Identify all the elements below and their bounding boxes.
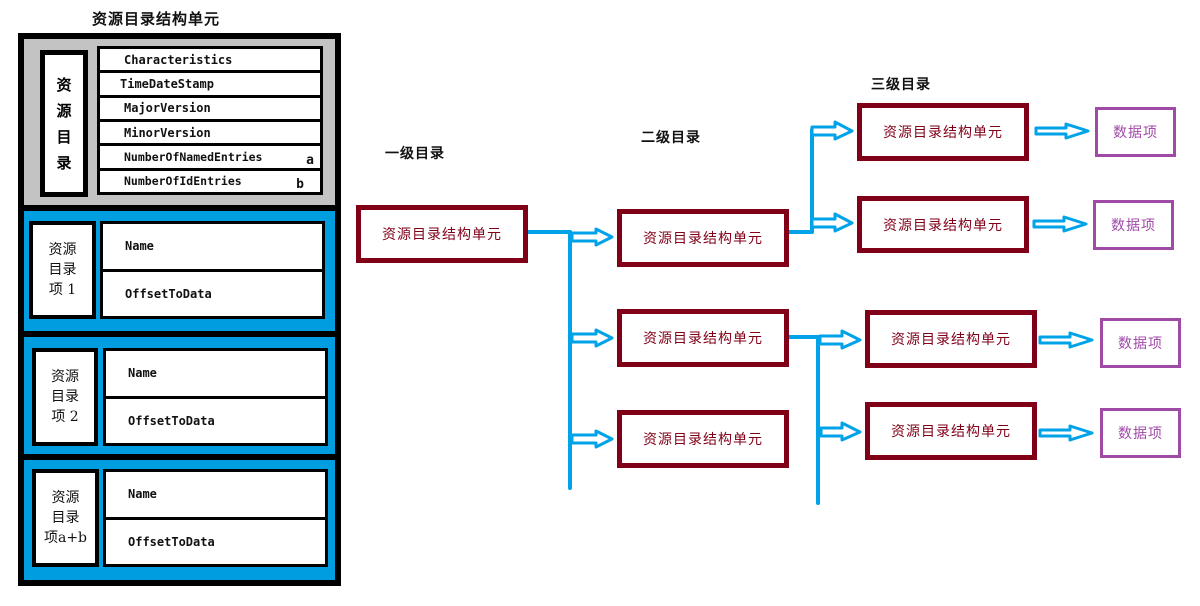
label-char: 源 xyxy=(56,101,72,120)
level-3-node[interactable]: 资源目录结构单元 xyxy=(857,103,1029,161)
field-name: Name xyxy=(106,351,325,396)
arrow-icon xyxy=(1032,215,1088,233)
level-1-node[interactable]: 资源目录结构单元 xyxy=(356,205,528,263)
field-name: MajorVersion xyxy=(124,101,211,116)
entry-label-line: 项a+b xyxy=(43,530,88,546)
field-offset-to-data: OffsetToData xyxy=(106,398,325,443)
connector-line xyxy=(785,128,814,234)
connector-line xyxy=(785,335,820,505)
data-item[interactable]: 数据项 xyxy=(1095,107,1176,157)
label-char: 录 xyxy=(56,153,72,172)
field-time-date-stamp: TimeDateStamp xyxy=(100,73,320,95)
entry-fields: Name OffsetToData xyxy=(103,469,328,567)
directory-header-fields: Characteristics TimeDateStamp MajorVersi… xyxy=(97,46,323,195)
entry-label-line: 资源 xyxy=(48,242,77,258)
arrow-icon xyxy=(1038,424,1094,442)
arrow-icon xyxy=(570,227,614,247)
entry-fields: Name OffsetToData xyxy=(103,348,328,446)
field-name: NumberOfNamedEntries xyxy=(124,149,263,164)
field-name: MinorVersion xyxy=(124,125,211,140)
field-number-of-named-entries: NumberOfNamedEntries a xyxy=(100,146,320,168)
arrow-icon xyxy=(810,212,854,233)
structure-title: 资源目录结构单元 xyxy=(92,10,221,28)
label-char: 目 xyxy=(56,127,72,146)
entry-label: 资源 目录 项a+b xyxy=(32,469,99,567)
arrow-icon xyxy=(818,329,862,350)
field-name: Characteristics xyxy=(124,52,233,67)
entry-label-line: 项 2 xyxy=(51,409,79,425)
field-name: Name xyxy=(103,224,322,269)
entry-label-line: 项 1 xyxy=(48,282,77,298)
field-characteristics: Characteristics xyxy=(100,49,320,71)
arrow-icon xyxy=(1034,122,1090,140)
level-2-node[interactable]: 资源目录结构单元 xyxy=(617,309,789,367)
entry-label-line: 资源 xyxy=(51,369,79,385)
level-3-label: 三级目录 xyxy=(871,77,931,93)
level-2-label: 二级目录 xyxy=(641,130,701,146)
arrow-icon xyxy=(810,120,854,141)
entry-label-line: 目录 xyxy=(51,389,79,405)
field-number-of-id-entries: NumberOfIdEntries b xyxy=(100,170,320,192)
field-name: TimeDateStamp xyxy=(120,76,214,91)
data-item[interactable]: 数据项 xyxy=(1093,200,1174,250)
entry-label-line: 目录 xyxy=(48,262,77,278)
field-name: Name xyxy=(106,472,325,517)
level-1-label: 一级目录 xyxy=(385,146,445,162)
entry-label: 资源 目录 项 1 xyxy=(29,221,96,319)
entry-label-line: 目录 xyxy=(51,510,80,526)
arrow-icon xyxy=(819,421,862,442)
level-3-node[interactable]: 资源目录结构单元 xyxy=(865,310,1037,368)
level-2-node[interactable]: 资源目录结构单元 xyxy=(617,209,789,267)
arrow-icon xyxy=(1038,331,1094,349)
field-suffix: a xyxy=(306,152,314,168)
arrow-icon xyxy=(570,328,614,348)
level-2-node[interactable]: 资源目录结构单元 xyxy=(617,410,789,468)
entry-fields: Name OffsetToData xyxy=(100,221,325,319)
arrow-icon xyxy=(570,429,614,449)
entry-label: 资源 目录 项 2 xyxy=(32,348,98,446)
label-char: 资 xyxy=(56,75,72,94)
field-offset-to-data: OffsetToData xyxy=(103,271,322,316)
data-item[interactable]: 数据项 xyxy=(1100,408,1181,458)
directory-header-label: 资 源 目 录 xyxy=(40,50,88,197)
data-item[interactable]: 数据项 xyxy=(1100,318,1181,368)
field-major-version: MajorVersion xyxy=(100,97,320,119)
field-offset-to-data: OffsetToData xyxy=(106,519,325,564)
field-name: NumberOfIdEntries xyxy=(124,174,242,189)
field-minor-version: MinorVersion xyxy=(100,121,320,144)
level-3-node[interactable]: 资源目录结构单元 xyxy=(865,402,1037,460)
level-3-node[interactable]: 资源目录结构单元 xyxy=(857,196,1029,253)
field-suffix: b xyxy=(296,176,304,192)
entry-label-line: 资源 xyxy=(51,490,80,506)
